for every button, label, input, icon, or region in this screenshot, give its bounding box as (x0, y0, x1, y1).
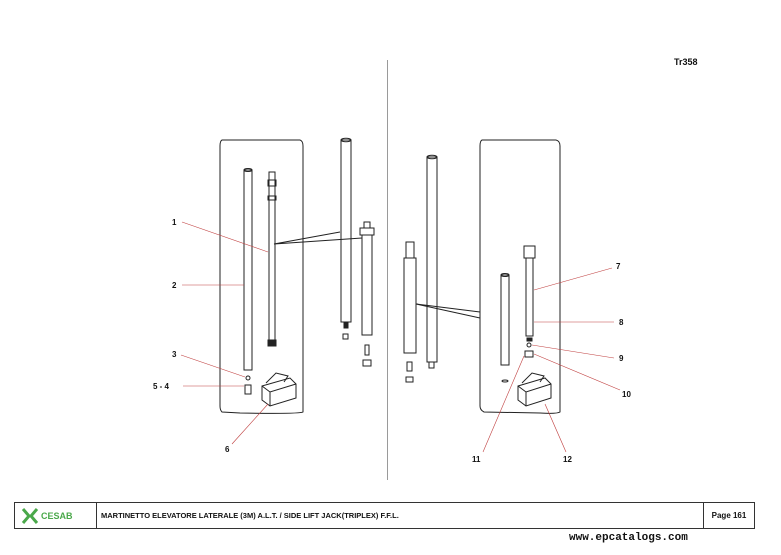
lower-cylinder-medium (403, 257, 417, 354)
callout-6: 6 (225, 445, 230, 454)
brand-logo: CESAB (15, 503, 97, 528)
part-1-rod-end (267, 339, 277, 347)
title-block: CESAB MARTINETTO ELEVATORE LATERALE (3M)… (14, 502, 755, 529)
callout-7: 7 (616, 262, 621, 271)
cesab-logo-icon (21, 507, 39, 525)
part-2-tube (243, 169, 253, 371)
document-title: MARTINETTO ELEVATORE LATERALE (3M) A.L.T… (97, 503, 704, 528)
part-11-tube (500, 274, 510, 366)
part-4-bushing (244, 384, 252, 395)
part-10-bushing (524, 350, 534, 358)
callout-3: 3 (172, 350, 177, 359)
callout-11: 11 (472, 455, 481, 464)
part-12-kit-box (517, 377, 552, 407)
part-2-tube-top (243, 168, 253, 172)
lower-cylinder-tall (426, 156, 438, 363)
right-panel (403, 139, 561, 414)
callout-2: 2 (172, 281, 177, 290)
website-url: www.epcatalogs.com (569, 532, 688, 544)
callout-12: 12 (563, 455, 572, 464)
part-9-ring (526, 342, 532, 348)
callout-10: 10 (622, 390, 631, 399)
callout-8: 8 (619, 318, 624, 327)
part-1-rod (268, 171, 276, 341)
part-7-rod-head (523, 245, 536, 259)
drawing-reference-code: Tr358 (674, 57, 698, 67)
left-panel (219, 137, 375, 414)
part-6-kit-box (261, 377, 297, 407)
leader-lines (180, 221, 621, 453)
callout-9: 9 (619, 354, 624, 363)
callout-1: 1 (172, 218, 177, 227)
part-3-ring (245, 375, 251, 381)
page-number: Page 161 (711, 511, 747, 520)
brand-logo-text: CESAB (41, 510, 73, 521)
exploded-parts-drawing: 1 2 3 5 - 4 6 7 8 9 10 11 12 (153, 137, 631, 464)
part-8-rod (525, 257, 534, 337)
upper-cylinder-left (340, 139, 352, 323)
callout-5-4: 5 - 4 (153, 382, 170, 391)
upper-cylinder-right (361, 234, 373, 336)
left-panel-frame (219, 139, 304, 414)
right-panel-frame (479, 139, 561, 414)
center-divider-line (387, 60, 388, 480)
